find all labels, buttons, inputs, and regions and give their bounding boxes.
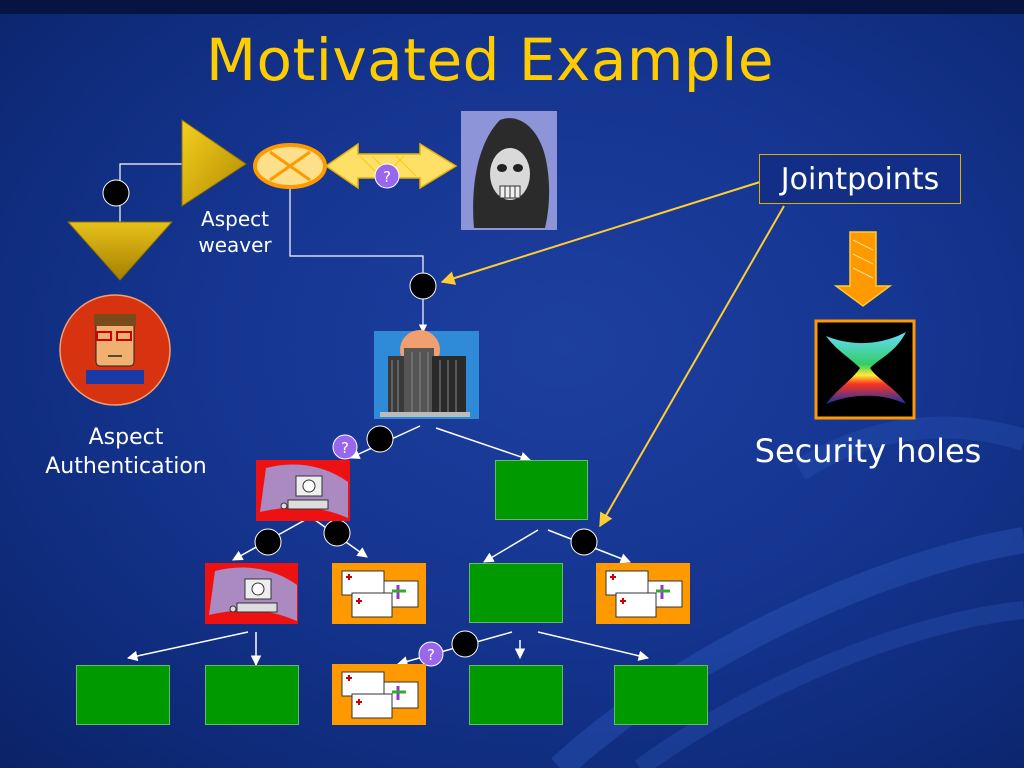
weaver-triangle-down [66,221,174,281]
question-mark-icon: ? [374,163,400,189]
component-node [332,664,426,725]
green-node [495,460,588,520]
aspect-authentication-line-1: Aspect [88,425,164,450]
green-node [205,665,299,725]
slide-title: Motivated Example [205,26,775,94]
software-component-icon [605,570,683,618]
green-node [614,665,708,725]
jointpoint-dot [254,528,282,556]
svg-text:?: ? [341,439,349,457]
edge-green-leaf2 [537,631,650,661]
green-node [469,665,563,725]
jointpoints-label: Jointpoints [759,154,961,204]
aspect-weaver-line-2: weaver [198,233,272,257]
jointpoint-arrow-2 [599,205,785,528]
jointpoint-dot [451,630,479,658]
aspect-weaver-line-1: Aspect [201,207,269,231]
computer-terminal-icon [260,464,348,518]
top-bar [0,0,1024,14]
jointpoint-dot [409,272,437,300]
edge-ws2-leaf1 [126,631,249,662]
component-node [332,563,426,624]
workstation-node [256,460,350,521]
aspect-authentication-label: Aspect Authentication [26,424,226,481]
svg-text:?: ? [383,168,391,186]
question-mark-icon: ? [332,434,358,460]
aspect-weaver-label: Aspect weaver [185,206,285,258]
jointpoint-arrow-1 [440,181,761,285]
security-holes-label: Security holes [754,432,982,470]
edge-server-node [435,427,531,462]
svg-text:?: ? [427,646,435,664]
software-component-icon [341,671,419,719]
question-mark-icon: ? [418,641,444,667]
edge-node-green [483,529,539,563]
jointpoint-dot [570,528,598,556]
green-node [469,563,563,623]
weaver-triangle-right [181,119,247,207]
jointpoint-dot [102,179,130,207]
green-node [76,665,170,725]
aspect-authentication-line-2: Authentication [45,453,207,479]
software-component-icon [341,570,419,618]
jointpoint-dot [366,425,394,453]
workstation-node [205,563,298,624]
computer-terminal-icon [209,567,297,621]
component-node [596,563,690,624]
